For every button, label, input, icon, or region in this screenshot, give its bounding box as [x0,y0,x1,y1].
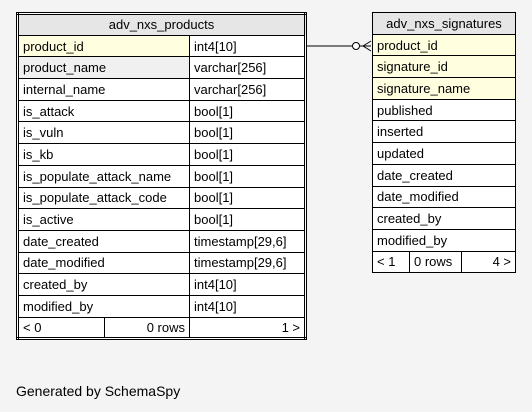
signatures-column-row[interactable]: date_created [372,163,516,187]
column-name[interactable]: signature_name [372,77,516,100]
signatures-column-row[interactable]: signature_id [372,55,516,79]
column-name[interactable]: product_name [17,56,190,80]
column-name[interactable]: product_id [17,34,190,58]
column-name[interactable]: inserted [372,120,516,144]
column-name[interactable]: updated [372,142,516,165]
signatures-column-row[interactable]: date_modified [372,185,516,209]
parents-link[interactable]: < 1 [372,250,410,274]
column-type: timestamp[29,6] [189,229,306,253]
crowfoot-upper-icon [362,40,372,47]
column-type: bool[1] [189,121,306,145]
products-table-name[interactable]: adv_nxs_products [17,13,306,36]
column-name[interactable]: date_created [372,163,516,187]
column-name[interactable]: is_populate_attack_name [17,164,190,188]
column-type: bool[1] [189,164,306,188]
column-type: bool[1] [189,208,306,231]
generated-by-footer: Generated by SchemaSpy [16,383,181,399]
children-link[interactable]: 4 > [461,250,516,274]
column-type: bool[1] [189,143,306,166]
signatures-column-row[interactable]: signature_name [372,77,516,100]
column-name[interactable]: is_vuln [17,121,190,145]
signatures-column-row[interactable]: product_id [372,33,516,57]
zero-many-circle-icon [352,42,360,50]
column-name[interactable]: date_created [17,229,190,253]
column-type: timestamp[29,6] [189,251,306,275]
row-count: 0 rows [104,316,190,340]
products-header-row: adv_nxs_products [17,13,306,36]
signatures-column-row[interactable]: modified_by [372,228,516,252]
column-type: varchar[256] [189,78,306,101]
column-name[interactable]: signature_id [372,55,516,79]
column-type: int4[10] [189,273,306,296]
column-name[interactable]: product_id [372,33,516,57]
column-name[interactable]: modified_by [372,228,516,252]
signatures-column-row[interactable]: published [372,98,516,122]
crowfoot-lower-icon [362,45,372,52]
signatures-column-row[interactable]: updated [372,142,516,165]
column-name[interactable]: is_populate_attack_code [17,186,190,210]
column-name[interactable]: published [372,98,516,122]
parents-link[interactable]: < 0 [16,316,106,340]
column-name[interactable]: is_active [17,208,190,231]
signatures-header-row: adv_nxs_signatures [372,12,516,35]
column-name[interactable]: created_by [372,207,516,230]
column-name[interactable]: date_modified [372,185,516,209]
signatures-column-row[interactable]: created_by [372,207,516,230]
children-link[interactable]: 1 > [189,316,306,340]
column-type: bool[1] [189,186,306,210]
column-type: int4[10] [189,34,306,58]
signatures-column-row[interactable]: inserted [372,120,516,144]
column-name[interactable]: is_kb [17,143,190,166]
signatures-table-name[interactable]: adv_nxs_signatures [372,12,516,35]
